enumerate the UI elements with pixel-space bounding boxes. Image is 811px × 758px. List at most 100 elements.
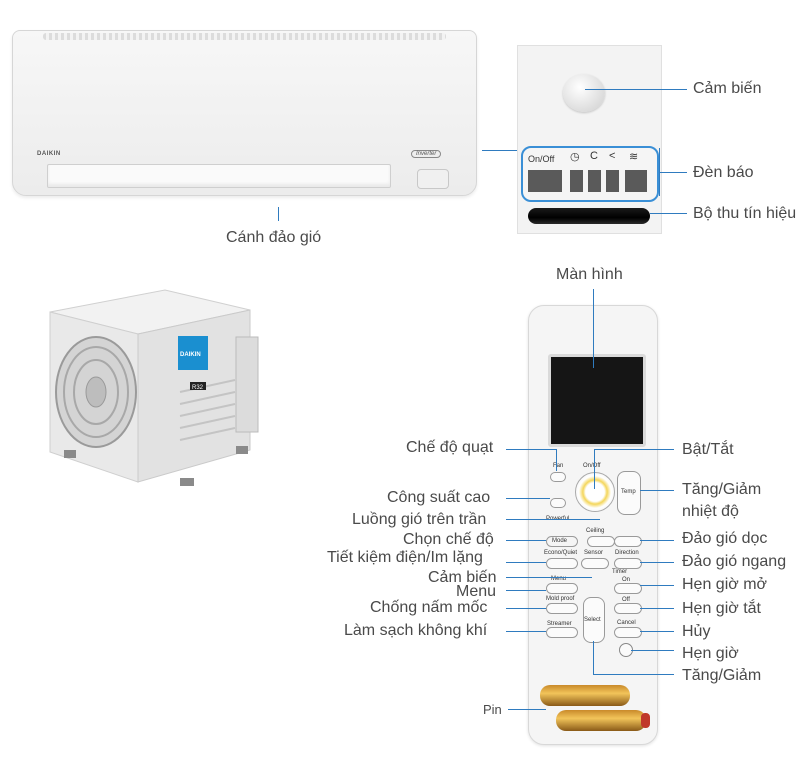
powerful-label: Công suất cao — [387, 489, 491, 506]
panel-on-off-label: On/Off — [528, 154, 555, 164]
onoff-label: Bật/Tắt — [682, 441, 734, 458]
ceiling-button[interactable] — [587, 536, 615, 547]
receiver-leader — [650, 213, 687, 214]
indoor-top-vent — [43, 33, 446, 40]
direction-text: Direction — [615, 550, 639, 556]
timer-on-text: On — [622, 577, 631, 583]
econo-quiet-button[interactable] — [546, 558, 578, 569]
select-button[interactable] — [583, 597, 605, 643]
timer-on-button[interactable] — [614, 583, 642, 594]
updown-leader — [593, 674, 674, 675]
foot-back — [236, 446, 248, 454]
temp-text: Temp — [621, 489, 636, 495]
fan-leader — [506, 449, 556, 450]
remote-screen — [548, 354, 646, 447]
indicator-leader — [659, 172, 687, 173]
wifi-icon: ≋ — [629, 151, 639, 163]
fan-leader-drop — [556, 449, 557, 471]
indicator-label: Đèn báo — [693, 164, 754, 181]
purify-label: Làm sạch không khí — [344, 622, 488, 639]
updown-leader-drop — [593, 641, 594, 674]
service-cover — [235, 336, 259, 433]
onoff-leader — [594, 449, 674, 450]
mold-text: Mold proof — [546, 596, 575, 602]
timer-off-text: Off — [622, 597, 630, 603]
timeroff-leader — [640, 608, 674, 609]
powerful-button[interactable] — [550, 498, 566, 508]
outdoor-side — [137, 309, 251, 483]
mode-leader — [506, 540, 546, 541]
mold-proof-button[interactable] — [546, 603, 578, 614]
battery-cap — [641, 713, 650, 728]
menu-label: Menu — [456, 583, 497, 600]
timer-leader — [631, 650, 674, 651]
temp-label-1: Tăng/Giảm — [682, 481, 762, 498]
on-off-button[interactable] — [575, 472, 615, 512]
display-bump — [417, 169, 449, 189]
menu-button[interactable] — [546, 583, 578, 594]
temp-label-2: nhiệt độ — [682, 503, 739, 520]
receiver-label: Bộ thu tín hiệu — [693, 205, 797, 222]
menu-text: Menu — [551, 576, 567, 582]
mode-button[interactable] — [546, 536, 578, 547]
horizontal-swing-button[interactable] — [614, 558, 642, 569]
econo-text: Econo/Quiet — [544, 550, 578, 556]
panel-connector — [482, 150, 518, 151]
vertical-swing-button[interactable] — [614, 536, 642, 547]
timer-text: Timer — [612, 569, 628, 575]
cancel-button[interactable] — [614, 627, 642, 638]
foot-left — [64, 450, 76, 458]
econo-label: Tiết kiệm điện/Im lặng — [327, 549, 483, 566]
vswing-label: Đảo gió dọc — [682, 530, 768, 547]
daikin-logo: DAIKIN — [37, 151, 61, 157]
outdoor-daikin-logo — [178, 336, 208, 370]
led-econo — [588, 170, 601, 192]
cancel-text: Cancel — [617, 620, 636, 626]
cancel-leader — [640, 631, 674, 632]
menu-leader — [506, 590, 546, 591]
led-on-off — [528, 170, 562, 192]
fan-button[interactable] — [550, 472, 566, 482]
outdoor-unit: DAIKIN R32 — [49, 289, 259, 486]
ceiling-label: Luồng gió trên trần — [352, 511, 487, 528]
streamer-button[interactable] — [546, 627, 578, 638]
foot-right — [180, 478, 194, 486]
indicator-bracket — [659, 148, 660, 196]
timeroff-label: Hẹn giờ tắt — [682, 600, 761, 617]
led-wifi — [625, 170, 647, 192]
sensor-remote-leader — [506, 577, 592, 578]
cancel-label: Hủy — [682, 623, 711, 640]
timer-off-button[interactable] — [614, 603, 642, 614]
mold-label: Chống nấm mốc — [370, 599, 488, 616]
remote-body — [528, 305, 658, 745]
louver-leader — [278, 207, 279, 221]
refrigerant-label — [190, 382, 206, 390]
onoff-leader-drop — [594, 449, 595, 489]
battery-bottom — [556, 710, 646, 731]
timeron-leader — [640, 585, 674, 586]
fan-mode-label: Chế độ quạt — [406, 439, 494, 456]
purify-leader — [506, 631, 546, 632]
battery-leader — [508, 709, 546, 710]
fan-text: Fan — [553, 463, 564, 469]
refrigerant-text: R32 — [192, 385, 204, 391]
temp-leader — [640, 490, 674, 491]
updown-label: Tăng/Giảm — [682, 667, 762, 684]
outdoor-brand-text: DAIKIN — [180, 352, 201, 358]
ir-receiver — [528, 208, 650, 224]
temp-button[interactable] — [617, 471, 641, 515]
screen-leader — [593, 289, 594, 368]
powerful-leader — [506, 498, 550, 499]
mode-label: Chọn chế độ — [403, 531, 494, 548]
inverter-badge: Inverter — [411, 150, 442, 158]
hswing-leader — [640, 562, 674, 563]
sensor-button[interactable] — [581, 558, 609, 569]
sensor-leader — [585, 89, 687, 90]
ceiling-text: Ceiling — [586, 528, 605, 534]
select-text: Select — [584, 617, 601, 623]
side-vents — [179, 379, 236, 441]
mold-leader — [506, 608, 546, 609]
vswing-leader — [640, 540, 674, 541]
timeron-label: Hẹn giờ mở — [682, 576, 768, 593]
led-timer — [570, 170, 583, 192]
